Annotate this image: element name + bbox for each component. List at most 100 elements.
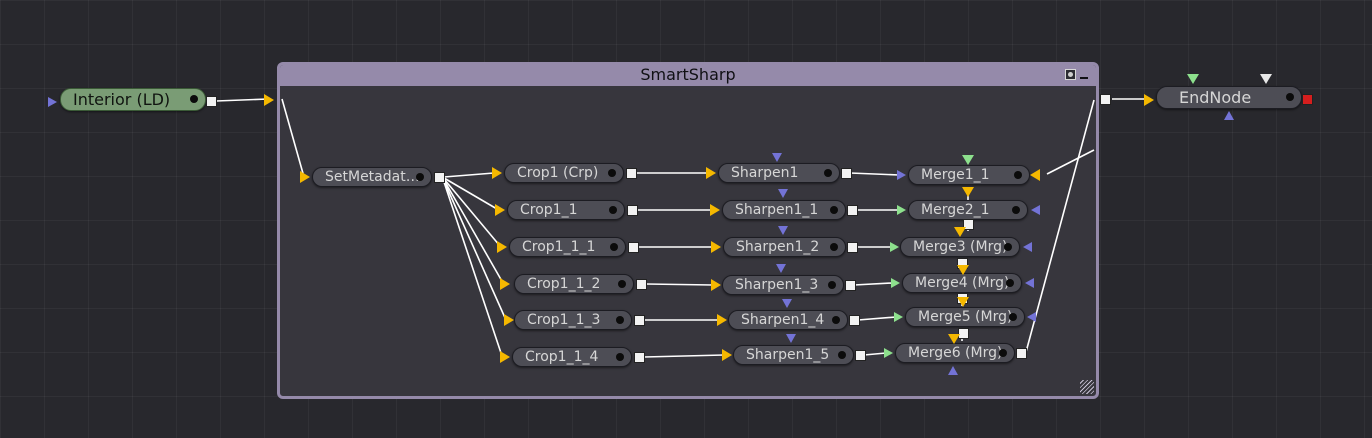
node-merge2-1[interactable]: Merge2_1 — [908, 200, 1028, 220]
crop1-1-input-triangle-icon[interactable] — [495, 204, 505, 216]
merge3-mask-triangle-icon[interactable] — [1023, 242, 1032, 252]
merge6-background-triangle-icon[interactable] — [948, 334, 960, 344]
merge3-foreground-triangle-icon[interactable] — [890, 242, 899, 252]
merge2-1-foreground-triangle-icon[interactable] — [897, 205, 906, 215]
output-port-sharpen1[interactable] — [841, 168, 852, 179]
merge6-foreground-triangle-icon[interactable] — [884, 348, 893, 358]
node-merge6[interactable]: Merge6 (Mrg) — [895, 343, 1015, 363]
merge5-background-triangle-icon[interactable] — [957, 297, 969, 307]
node-sharpen1-5[interactable]: Sharpen1_5 — [733, 345, 854, 365]
output-port-sharpen1-3[interactable] — [845, 280, 856, 291]
collapse-group-icon[interactable] — [1079, 69, 1090, 80]
sharpen1-1-input-triangle-icon[interactable] — [710, 204, 720, 216]
node-crop1-1-3[interactable]: Crop1_1_3 — [514, 310, 632, 330]
merge4-background-triangle-icon[interactable] — [957, 265, 969, 275]
view-indicator-icon[interactable] — [830, 243, 838, 251]
output-port-sharpen1-1[interactable] — [847, 205, 858, 216]
node-endnode[interactable]: EndNode — [1156, 86, 1302, 109]
node-crop1-1[interactable]: Crop1_1 — [507, 200, 625, 220]
crop1-1-3-input-triangle-icon[interactable] — [504, 314, 514, 326]
output-port-sharpen1-4[interactable] — [849, 315, 860, 326]
view-indicator-icon[interactable] — [1012, 206, 1020, 214]
output-port-interior[interactable] — [206, 96, 217, 107]
output-port-crop1-1[interactable] — [627, 205, 638, 216]
view-indicator-icon[interactable] — [618, 280, 626, 288]
view-indicator-icon[interactable] — [828, 281, 836, 289]
view-indicator-icon[interactable] — [1006, 279, 1014, 287]
merge2-1-mask-triangle-icon[interactable] — [1031, 205, 1040, 215]
endnode-input-triangle-icon[interactable] — [1144, 94, 1154, 106]
crop1-1-1-input-triangle-icon[interactable] — [497, 241, 507, 253]
view-indicator-icon[interactable] — [616, 353, 624, 361]
node-crop1-1-1[interactable]: Crop1_1_1 — [509, 237, 626, 257]
view-indicator-icon[interactable] — [190, 95, 198, 103]
view-indicator-icon[interactable] — [1009, 313, 1017, 321]
crop1-1-4-input-triangle-icon[interactable] — [500, 351, 510, 363]
sharpen1-5-input-triangle-icon[interactable] — [722, 349, 732, 361]
loader-input-triangle-icon[interactable] — [48, 97, 57, 107]
sharpen1-input-triangle-icon[interactable] — [706, 167, 716, 179]
node-sharpen1-4[interactable]: Sharpen1_4 — [728, 310, 848, 330]
merge6-mask-triangle-icon[interactable] — [948, 366, 958, 375]
node-merge4[interactable]: Merge4 (Mrg) — [902, 273, 1022, 293]
node-crop1-1-4[interactable]: Crop1_1_4 — [512, 347, 632, 367]
output-port-endnode[interactable] — [1302, 94, 1313, 105]
view-indicator-icon[interactable] — [416, 173, 424, 181]
view-indicator-icon[interactable] — [610, 243, 618, 251]
setmetadata-input-triangle-icon[interactable] — [300, 171, 310, 183]
output-port-crop1-1-2[interactable] — [636, 279, 647, 290]
group-header[interactable]: SmartSharp — [280, 65, 1096, 86]
output-port-merge6[interactable] — [958, 328, 969, 339]
node-merge3[interactable]: Merge3 (Mrg) — [900, 237, 1020, 257]
view-indicator-icon[interactable] — [1004, 243, 1012, 251]
node-interior[interactable]: Interior (LD) — [60, 88, 206, 111]
merge1-1-effect-mask-triangle-icon[interactable] — [1030, 169, 1040, 181]
merge5-mask-triangle-icon[interactable] — [1027, 312, 1036, 322]
group-settings-icon[interactable] — [1065, 69, 1076, 80]
view-indicator-icon[interactable] — [608, 169, 616, 177]
output-port-crop1-1-4[interactable] — [634, 352, 645, 363]
view-indicator-icon[interactable] — [999, 349, 1007, 357]
output-port-crop1-1-3[interactable] — [634, 315, 645, 326]
node-sharpen1[interactable]: Sharpen1 — [718, 163, 840, 183]
output-port-setmetadata[interactable] — [434, 172, 445, 183]
endnode-mask-triangle-icon[interactable] — [1224, 111, 1234, 120]
node-merge1-1[interactable]: Merge1_1 — [908, 165, 1030, 185]
sharpen1-4-input-triangle-icon[interactable] — [717, 314, 727, 326]
group-input-triangle-icon[interactable] — [264, 94, 274, 106]
output-port-merge6-main[interactable] — [1016, 348, 1027, 359]
merge5-foreground-triangle-icon[interactable] — [894, 312, 903, 322]
merge4-foreground-triangle-icon[interactable] — [891, 278, 900, 288]
view-indicator-icon[interactable] — [1014, 171, 1022, 179]
crop1-input-triangle-icon[interactable] — [492, 167, 502, 179]
crop1-1-2-input-triangle-icon[interactable] — [500, 278, 510, 290]
view-indicator-icon[interactable] — [609, 206, 617, 214]
sharpen1-4-mask-triangle-icon[interactable] — [782, 299, 792, 308]
merge3-background-triangle-icon[interactable] — [954, 227, 966, 237]
output-port-sharpen1-2[interactable] — [847, 242, 858, 253]
sharpen1-1-mask-triangle-icon[interactable] — [778, 189, 788, 198]
sharpen1-5-mask-triangle-icon[interactable] — [786, 334, 796, 343]
view-indicator-icon[interactable] — [832, 316, 840, 324]
merge2-1-background-triangle-icon[interactable] — [962, 187, 974, 197]
output-port-crop1[interactable] — [626, 168, 637, 179]
sharpen1-2-input-triangle-icon[interactable] — [711, 241, 721, 253]
node-merge5[interactable]: Merge5 (Mrg) — [905, 307, 1025, 327]
node-crop1[interactable]: Crop1 (Crp) — [504, 163, 624, 183]
view-indicator-icon[interactable] — [824, 169, 832, 177]
node-sharpen1-2[interactable]: Sharpen1_2 — [723, 237, 846, 257]
node-crop1-1-2[interactable]: Crop1_1_2 — [514, 274, 634, 294]
sharpen1-mask-triangle-icon[interactable] — [772, 153, 782, 162]
node-sharpen1-1[interactable]: Sharpen1_1 — [722, 200, 846, 220]
merge1-1-foreground-triangle-icon[interactable] — [962, 155, 974, 165]
sharpen1-3-mask-triangle-icon[interactable] — [776, 264, 786, 273]
view-indicator-icon[interactable] — [1286, 93, 1294, 101]
node-setmetadata[interactable]: SetMetadat… — [312, 167, 432, 187]
endnode-white-input-triangle-icon[interactable] — [1260, 74, 1272, 84]
view-indicator-icon[interactable] — [616, 316, 624, 324]
resize-grip-icon[interactable] — [1080, 380, 1094, 394]
merge4-mask-triangle-icon[interactable] — [1025, 278, 1034, 288]
node-sharpen1-3[interactable]: Sharpen1_3 — [722, 275, 844, 295]
view-indicator-icon[interactable] — [838, 351, 846, 359]
view-indicator-icon[interactable] — [830, 206, 838, 214]
